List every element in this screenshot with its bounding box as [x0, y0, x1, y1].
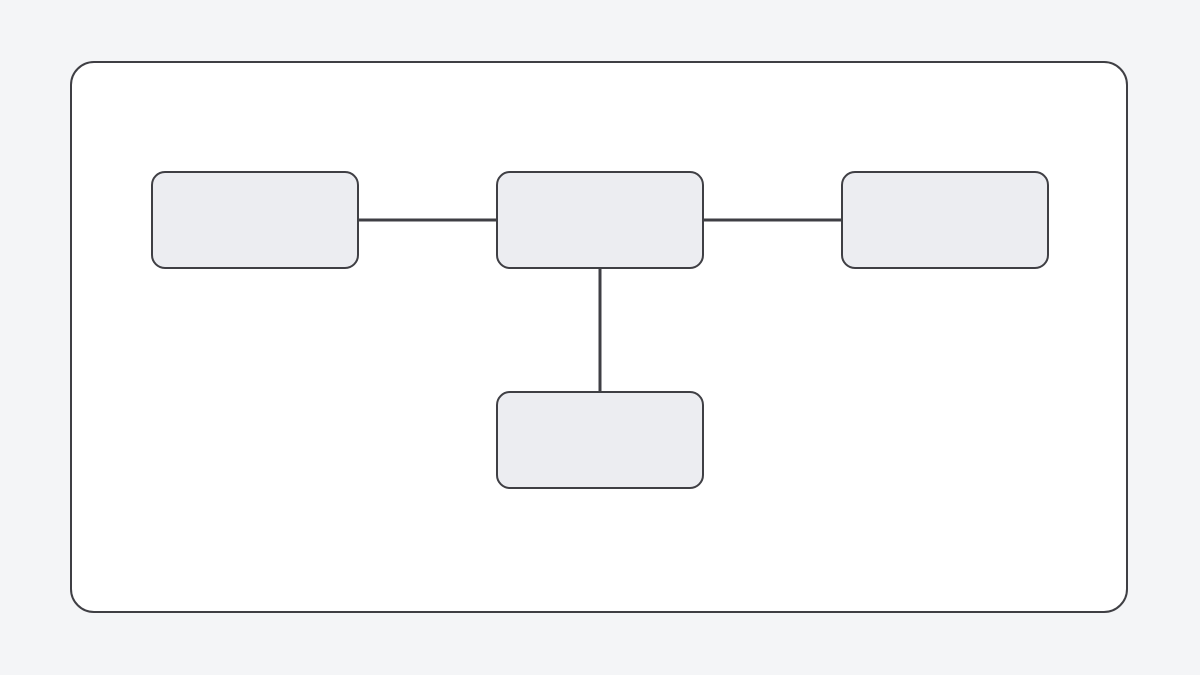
node-right	[841, 171, 1049, 269]
node-left	[151, 171, 359, 269]
node-center	[496, 171, 704, 269]
node-bottom	[496, 391, 704, 489]
